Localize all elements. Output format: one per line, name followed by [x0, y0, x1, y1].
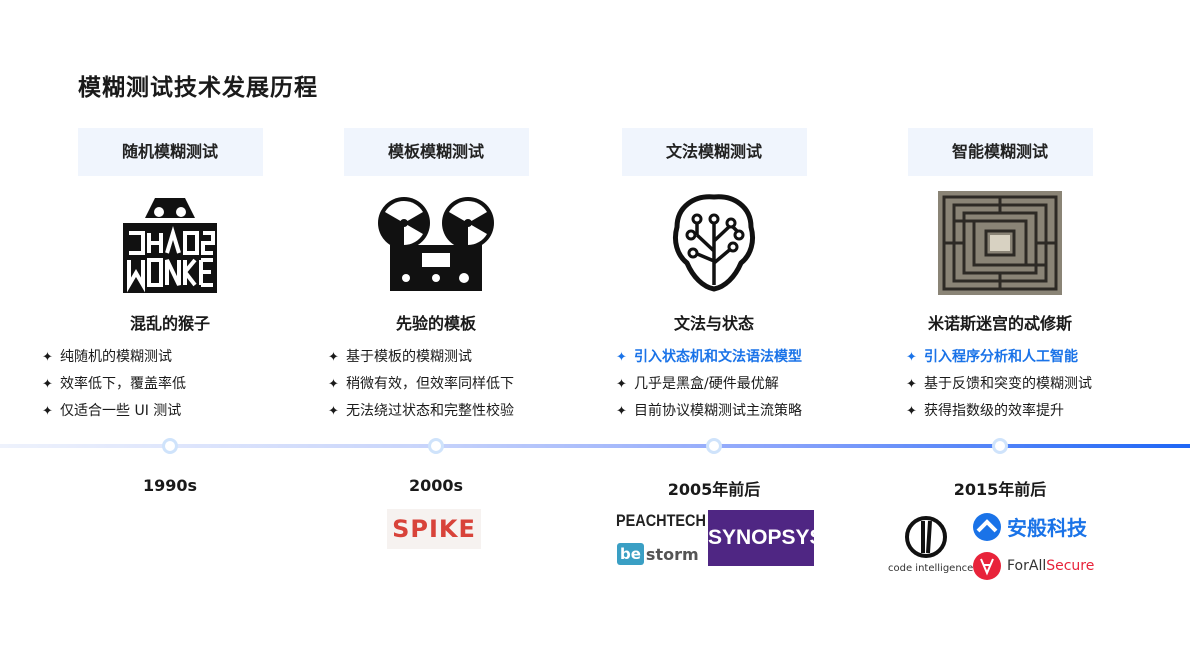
star-icon: ✦: [616, 377, 627, 392]
chaos-monkey-icon: [20, 188, 320, 298]
timeline-line: [0, 444, 1190, 448]
star-icon: ✦: [616, 404, 627, 419]
year-label: 2015年前后: [953, 480, 1047, 499]
timeline-dot: [162, 438, 178, 454]
bullet-item: ✦无法绕过状态和完整性校验: [328, 398, 586, 425]
anban-logo: 安般科技: [973, 512, 1087, 541]
stage-subtitle: 米诺斯迷宫的忒修斯: [927, 314, 1072, 333]
stage-tag: 模板模糊测试: [343, 128, 529, 176]
star-icon: ✦: [906, 350, 917, 365]
star-icon: ✦: [906, 377, 917, 392]
bullet-item: ✦几乎是黑盒/硬件最优解: [616, 371, 864, 398]
star-icon: ✦: [906, 404, 917, 419]
star-icon: ✦: [42, 377, 53, 392]
spike-logo: SPIKE: [387, 509, 481, 549]
bestorm-logo: be storm: [617, 543, 699, 565]
year-label: 2000s: [408, 476, 464, 495]
stage-intelligent: 智能模糊测试 米诺斯迷宫的忒修斯 ✦引入程序分析和人工智能 ✦基于反馈和突变的模…: [850, 128, 1150, 425]
star-icon: ✦: [328, 350, 339, 365]
stage-grammar: 文法模糊测试 文法与状态 ✦引入状态机和文法语法模型 ✦几乎是黑盒/硬件最优解 …: [564, 128, 864, 425]
bullet-item: ✦效率低下，覆盖率低: [42, 371, 320, 398]
star-icon: ✦: [328, 377, 339, 392]
stage-tag: 智能模糊测试: [907, 128, 1093, 176]
stage-subtitle: 先验的模板: [395, 314, 476, 333]
forallsecure-icon: [973, 552, 1001, 580]
timeline-dot: [992, 438, 1008, 454]
bullet-item: ✦稍微有效，但效率同样低下: [328, 371, 586, 398]
star-icon: ✦: [328, 404, 339, 419]
stage-tag: 随机模糊测试: [77, 128, 263, 176]
stage-subtitle: 文法与状态: [673, 314, 754, 333]
bullet-item: ✦基于模板的模糊测试: [328, 344, 586, 371]
code-intelligence-logo: code intelligence: [888, 515, 973, 574]
bullet-item: ✦基于反馈和突变的模糊测试: [906, 371, 1150, 398]
year-label: 1990s: [142, 476, 198, 495]
bullet-item: ✦纯随机的模糊测试: [42, 344, 320, 371]
bullet-item: ✦仅适合一些 UI 测试: [42, 398, 320, 425]
page-title: 模糊测试技术发展历程: [78, 75, 318, 101]
brain-tree-icon: [564, 188, 864, 298]
synopsys-logo: SYNOPSYS: [708, 510, 824, 566]
star-icon: ✦: [616, 350, 627, 365]
bullet-item: ✦目前协议模糊测试主流策略: [616, 398, 864, 425]
stage-template: 模板模糊测试 先验的模板 ✦基于模板的模糊测试 ✦稍微有效，但效率同样低下 ✦无…: [286, 128, 586, 425]
star-icon: ✦: [42, 404, 53, 419]
code-intelligence-icon: [905, 516, 947, 558]
anban-icon: [973, 512, 1001, 541]
stage-random: 随机模糊测试 混乱的猴子 ✦纯随机的模糊测试 ✦效率低下，覆盖率低 ✦仅适合一些…: [20, 128, 320, 425]
star-icon: ✦: [42, 350, 53, 365]
year-label: 2005年前后: [667, 480, 761, 499]
tape-recorder-icon: [286, 188, 586, 298]
stage-tag: 文法模糊测试: [621, 128, 807, 176]
bullet-item: ✦获得指数级的效率提升: [906, 398, 1150, 425]
bullet-item-highlight: ✦引入程序分析和人工智能: [906, 344, 1150, 371]
bullet-item-highlight: ✦引入状态机和文法语法模型: [616, 344, 864, 371]
stage-subtitle: 混乱的猴子: [129, 314, 210, 333]
timeline-dot: [428, 438, 444, 454]
timeline-dot: [706, 438, 722, 454]
peachtech-logo: PEACHTECH: [616, 511, 706, 530]
labyrinth-icon: [850, 188, 1150, 298]
